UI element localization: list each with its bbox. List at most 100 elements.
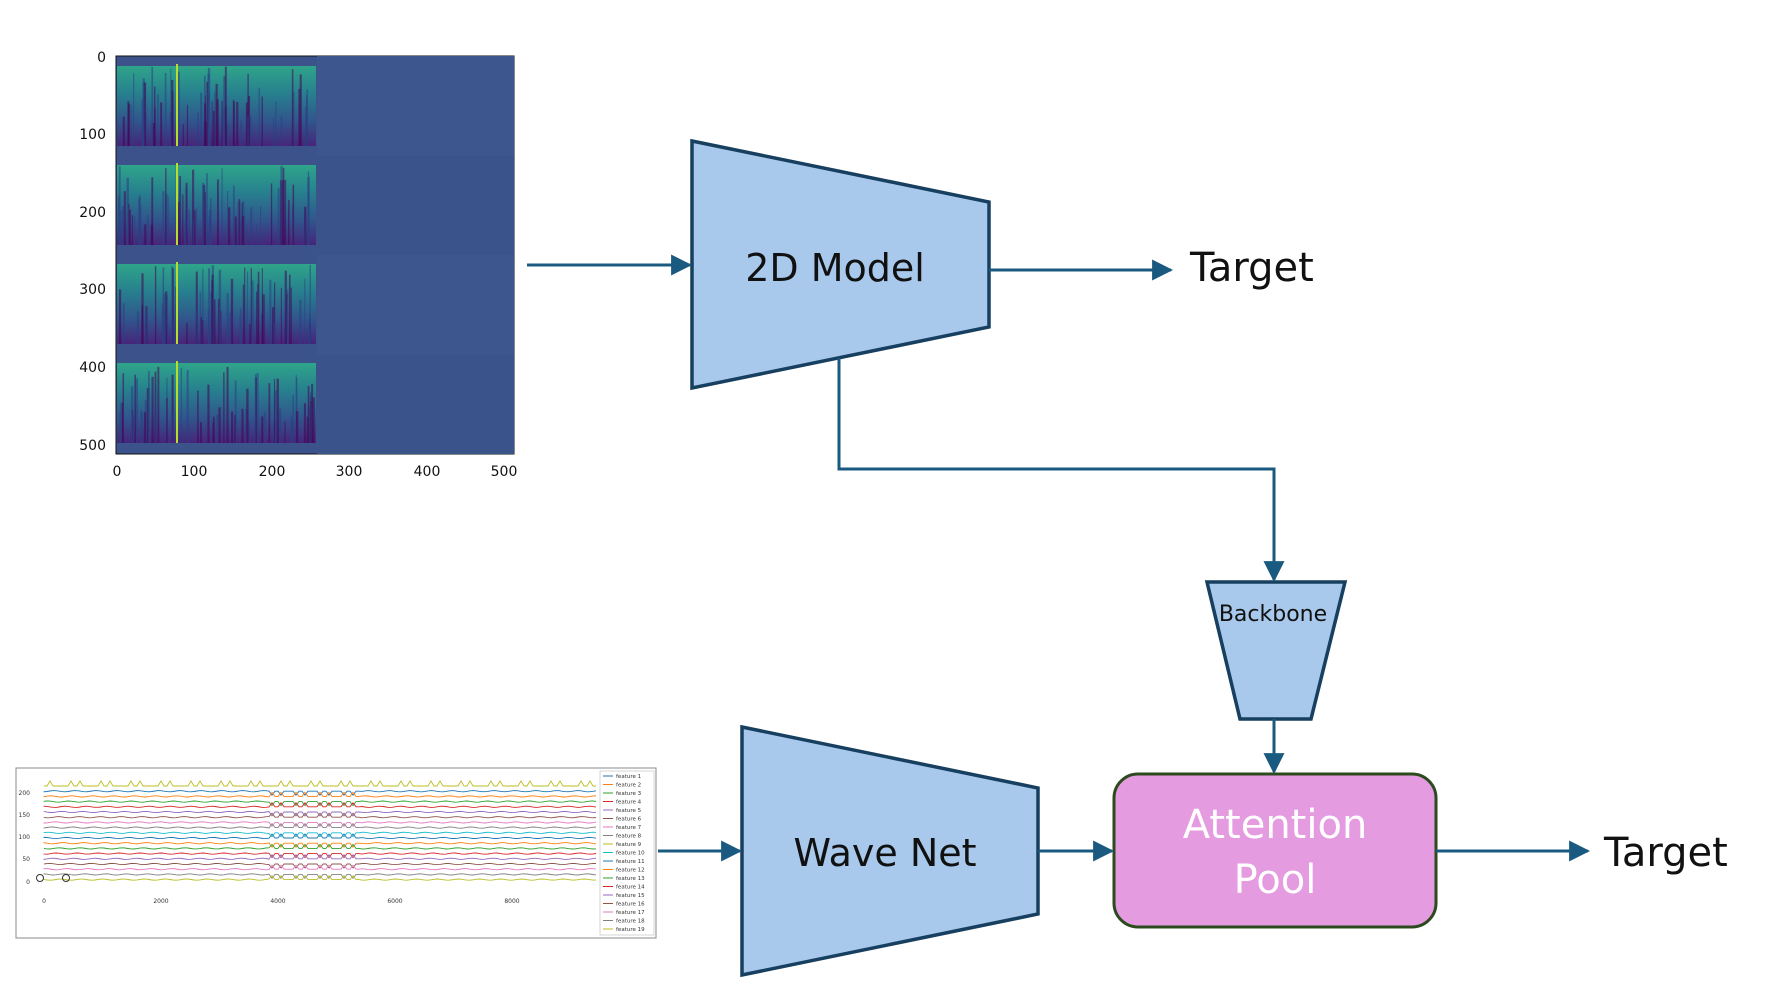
spec-streak	[290, 287, 292, 344]
spec-streak	[282, 167, 285, 245]
spec-streak	[262, 294, 265, 344]
spec-streak	[310, 391, 312, 443]
wave-series-line	[43, 821, 597, 828]
legend-entry: feature 11	[616, 859, 645, 865]
target-top-label: Target	[1189, 245, 1314, 291]
spec-streak	[170, 68, 172, 146]
legend-entry: feature 16	[616, 902, 645, 908]
spec-streak	[212, 416, 215, 443]
spec-streak	[152, 122, 155, 146]
spec-streak	[154, 86, 156, 146]
spec-xtick: 300	[336, 464, 363, 480]
waveform-x-ticks: 0 2000 4000 6000 8000	[42, 898, 520, 905]
wave-ytick: 50	[22, 856, 30, 863]
spec-streak	[119, 411, 121, 443]
spec-streak	[208, 268, 211, 344]
spec-streak	[241, 216, 245, 245]
spec-streak	[211, 101, 213, 146]
spec-streak	[241, 408, 244, 443]
wave-series-line	[43, 810, 597, 817]
spec-streak	[204, 192, 206, 245]
spec-streak	[200, 92, 203, 146]
wave-series-line	[44, 780, 596, 787]
legend-entry: feature 1	[616, 774, 641, 780]
spec-streak	[161, 302, 164, 344]
wave-xtick: 2000	[153, 898, 168, 905]
wave-series-line	[43, 831, 597, 838]
spec-streak	[276, 378, 279, 443]
spec-streak	[182, 194, 184, 245]
spec-streak	[274, 390, 278, 443]
spec-streak	[239, 308, 242, 344]
legend-entry: feature 8	[616, 834, 642, 840]
spec-streak	[151, 376, 154, 443]
spec-streak	[172, 268, 174, 344]
spec-xtick: 400	[414, 464, 441, 480]
spec-streak	[256, 373, 259, 443]
spec-streak	[273, 378, 276, 443]
spec-streak	[232, 99, 234, 146]
spec-streak	[133, 73, 135, 146]
spec-streak	[165, 291, 168, 344]
spec-xtick: 500	[491, 464, 518, 480]
attention-pool-label-line2: Pool	[1234, 857, 1317, 903]
wave-series-line	[43, 790, 597, 796]
spec-streak	[138, 197, 141, 245]
spec-streak	[171, 412, 174, 443]
spec-ytick: 0	[97, 50, 106, 66]
waveform-lines	[43, 780, 597, 881]
spec-streak	[126, 177, 129, 245]
model-2d-shape	[690, 138, 991, 391]
spec-streak	[157, 94, 159, 146]
spec-streak	[238, 199, 241, 245]
wavenet-block: Wave Net	[740, 724, 1040, 978]
spec-streak	[298, 88, 301, 146]
spec-streak	[165, 193, 168, 245]
wave-series-line	[43, 873, 597, 880]
spec-streak	[209, 198, 212, 245]
spec-streak	[268, 383, 271, 443]
spec-streak	[224, 66, 227, 146]
spec-streak	[188, 209, 190, 245]
spec-streak	[304, 278, 306, 344]
spec-right-panel	[317, 56, 514, 156]
spec-streak	[186, 104, 189, 146]
wave-series-line	[43, 842, 597, 848]
spec-streak	[226, 293, 229, 344]
spec-streak	[216, 99, 219, 146]
spec-bright-line	[176, 262, 178, 344]
spec-ytick: 100	[79, 127, 106, 143]
spec-streak	[121, 206, 124, 245]
legend-entry: feature 12	[616, 868, 645, 874]
spec-streak	[295, 374, 297, 443]
spec-streak	[248, 422, 251, 443]
spec-streak	[249, 116, 252, 146]
spec-streak	[242, 284, 245, 344]
spec-streak	[144, 82, 147, 146]
spectrogram-x-ticks: 0 100 200 300 400 500	[113, 464, 518, 480]
spec-streak	[121, 402, 124, 443]
spec-streak	[123, 191, 126, 245]
spec-streak	[213, 299, 216, 344]
legend-entry: feature 18	[616, 919, 645, 925]
legend-entry: feature 3	[616, 791, 642, 797]
model-2d-block: 2D Model	[690, 138, 991, 391]
spec-streak	[290, 415, 292, 443]
spec-streak	[284, 270, 287, 344]
spec-streak	[136, 311, 140, 344]
spec-streak	[226, 366, 229, 443]
spec-streak	[167, 196, 169, 245]
spec-streak	[292, 184, 295, 245]
spec-streak	[171, 374, 174, 443]
spec-streak	[211, 274, 214, 344]
spec-streak	[141, 411, 143, 443]
spec-streak	[122, 373, 125, 443]
spec-streak	[206, 173, 208, 245]
spec-streak	[306, 416, 309, 443]
spec-streak	[172, 321, 175, 344]
spec-streak	[307, 171, 310, 245]
spec-streak	[223, 372, 225, 443]
spec-streak	[174, 286, 177, 344]
